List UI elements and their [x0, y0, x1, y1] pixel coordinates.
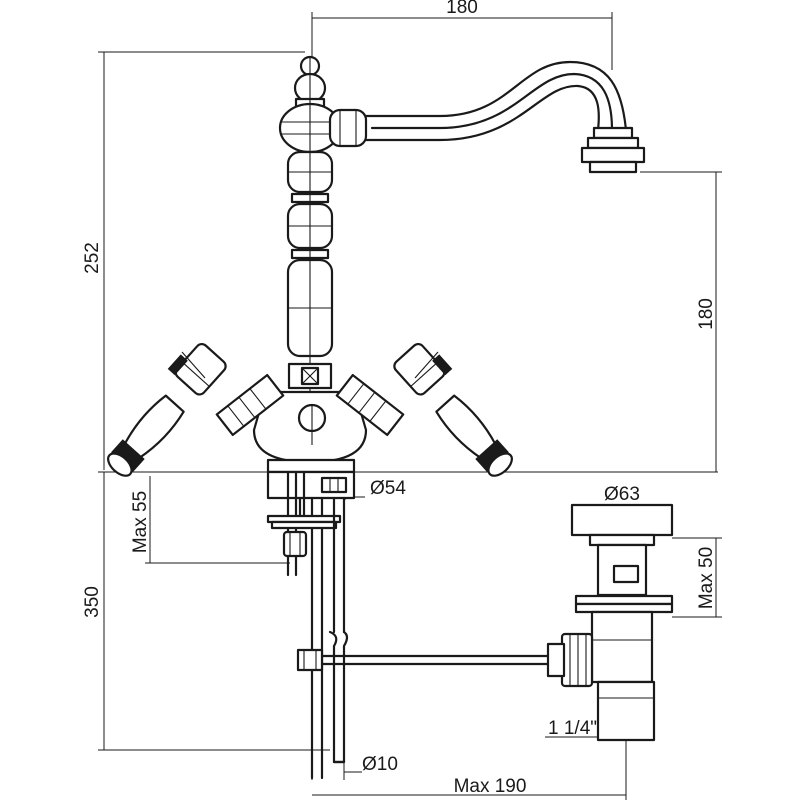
base-diameter-label: Ø54 — [370, 478, 406, 499]
tail-length-label: 350 — [82, 586, 103, 618]
spout-height-label: 180 — [696, 298, 717, 330]
left-handle — [107, 342, 285, 477]
spout — [328, 60, 646, 174]
waste-diameter-label: Ø63 — [604, 484, 640, 505]
max-reach-label: Max 190 — [454, 776, 527, 797]
rod-diameter-label: Ø10 — [362, 754, 398, 775]
pop-up-waste — [546, 503, 674, 742]
total-height-label: 252 — [82, 242, 103, 274]
spout-reach-label: 180 — [446, 0, 478, 18]
waste-height-label: Max 50 — [696, 547, 717, 609]
cartridge-box — [287, 362, 333, 390]
faucet-column — [278, 55, 342, 440]
waste-thread-label: 1 1/4" — [548, 718, 597, 739]
right-handle — [335, 342, 513, 477]
body-block — [252, 390, 368, 474]
under-deck-fixings — [266, 470, 552, 780]
max-deck-label: Max 55 — [130, 491, 151, 553]
dimension-labels: 180 252 180 Ø54 Max 55 350 Ø63 Max 50 1 … — [82, 0, 717, 797]
